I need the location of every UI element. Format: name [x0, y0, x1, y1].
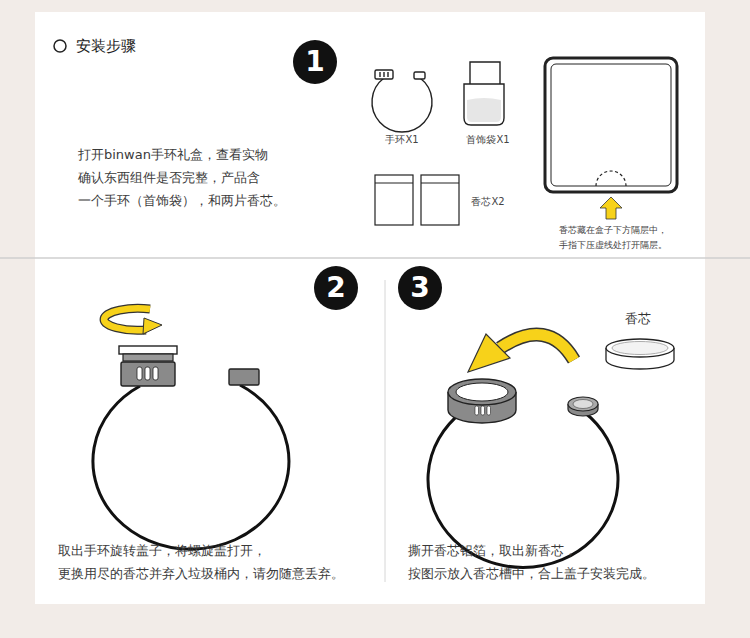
gift-box [545, 58, 677, 192]
insert-arrow [468, 334, 574, 372]
bracelet-ring [481, 406, 485, 415]
scent-disc [606, 339, 674, 369]
step-text: 取出手环旋转盖子，将螺旋盖打开， 更换用尽的香芯并弃入垃圾桶内，请勿随意丢弃。 [58, 539, 358, 585]
callout-number: 2 [326, 273, 345, 303]
part-label: 香芯X2 [471, 195, 504, 209]
bracelet-open [229, 369, 259, 385]
title-bullet [54, 40, 66, 52]
bracelet-ring [456, 383, 508, 401]
callout-circle [293, 40, 337, 84]
sachet-icon [375, 175, 459, 225]
scent-disc [606, 339, 674, 357]
bracelet-icon [379, 72, 380, 77]
bracelet-open [153, 367, 158, 380]
part-label: 香芯 [625, 310, 651, 328]
sachet-icon [421, 175, 459, 225]
pouch-icon [467, 98, 501, 122]
insert-arrow [500, 335, 574, 360]
sachet-icon [375, 182, 413, 183]
bracelet-ring [573, 400, 593, 409]
rotate-arrow [143, 318, 162, 334]
sachet-icon [375, 175, 413, 225]
bracelet-icon [414, 72, 425, 79]
bracelet-open [123, 354, 173, 361]
insert-arrow [468, 334, 510, 372]
bracelet-icon [387, 72, 388, 77]
rotate-arrow [104, 308, 162, 334]
bracelet-open [137, 367, 142, 380]
bracelet-open [93, 385, 289, 549]
bracelet-icon [372, 78, 432, 132]
divider [385, 280, 386, 582]
section-title: 安装步骤 [76, 36, 136, 56]
gift-box [545, 58, 677, 192]
bracelet-icon [375, 70, 393, 79]
note-text: 香芯藏在盒子下方隔层中， 手指下压虚线处打开隔层。 [552, 223, 674, 253]
pouch-icon [470, 62, 500, 84]
bracelet-open [121, 362, 175, 386]
divider [0, 257, 750, 259]
callout-number: 1 [305, 47, 324, 77]
card [35, 12, 705, 604]
bracelet-ring [487, 406, 491, 415]
step-text: 撕开香芯铝箔，取出新香芯， 按图示放入香芯槽中，合上盖子安装完成。 [408, 539, 670, 585]
callout-circle [293, 40, 442, 310]
gift-box [596, 171, 626, 186]
bracelet-icon [372, 70, 432, 132]
callout-number: 3 [410, 273, 429, 303]
pouch-icon [464, 62, 504, 125]
bracelet-ring [475, 406, 479, 415]
pouch-icon [464, 84, 504, 125]
yellow-arrow [600, 197, 622, 219]
part-label: 手环X1 [385, 133, 418, 147]
bracelet-ring [428, 379, 618, 567]
bracelet-ring [448, 379, 516, 405]
scent-disc [612, 342, 668, 355]
callout-circle [398, 266, 442, 310]
step-text: 打开binwan手环礼盒，查看实物 确认东西组件是否完整，产品含 一个手环（首饰… [78, 143, 310, 212]
bracelet-open [119, 346, 177, 354]
sachet-icon [421, 182, 459, 183]
bracelet-ring [568, 397, 598, 411]
callout-circle [314, 266, 358, 310]
bracelet-open [93, 346, 289, 549]
insert-arrow [500, 335, 574, 360]
bracelet-icon [383, 72, 384, 77]
part-label: 首饰袋X1 [466, 133, 509, 147]
gift-box [551, 64, 671, 186]
bracelet-open [145, 367, 150, 380]
